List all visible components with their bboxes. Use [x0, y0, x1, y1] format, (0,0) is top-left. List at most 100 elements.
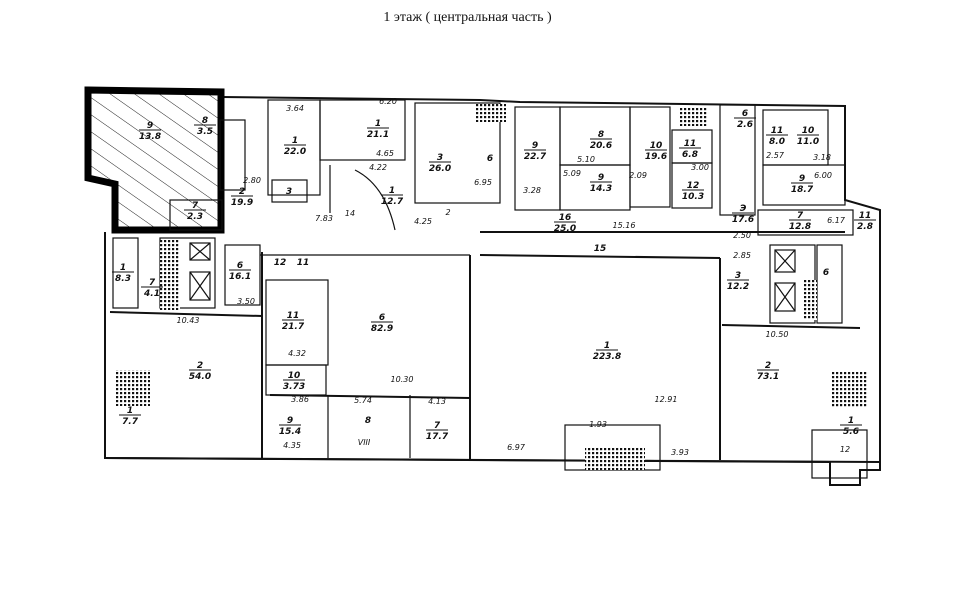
- room-area: 15.4: [279, 427, 301, 437]
- room-area: 13.8: [139, 132, 161, 142]
- room-label: 312.2: [727, 271, 749, 292]
- room-number: 9: [147, 121, 153, 131]
- dimension-label: 12: [840, 445, 850, 454]
- room-number: 3: [735, 271, 741, 281]
- dimension-label: 3.50: [237, 297, 255, 306]
- dimension-label: 4.25: [414, 217, 432, 226]
- room-label: 12: [274, 258, 287, 268]
- room-label: 922.7: [524, 141, 547, 162]
- room-number: 12: [687, 181, 700, 191]
- room-label: 116.8: [679, 139, 701, 160]
- room-number: 1: [604, 341, 610, 351]
- dimension-label: 2.85: [733, 251, 751, 260]
- room-area: 223.8: [593, 352, 621, 362]
- room-label: 74.1: [141, 278, 163, 299]
- room-area: 14.3: [590, 184, 612, 194]
- room-number: 7: [797, 211, 804, 221]
- dimension-label: 6.95: [474, 178, 492, 187]
- room-area: 73.1: [757, 372, 779, 382]
- dimension-label: 6.17: [827, 216, 846, 225]
- room-area: 21.1: [367, 130, 389, 140]
- room-area: 22.7: [524, 152, 547, 162]
- interior-walls: [109, 99, 868, 479]
- room-number: 6: [379, 313, 385, 323]
- room-number: 2: [239, 187, 245, 197]
- room-number: 12: [274, 258, 287, 268]
- dimension-label: 15.16: [613, 221, 636, 230]
- room-label: 15.6: [840, 416, 862, 437]
- room-label: 6: [823, 268, 829, 278]
- room-area: 4.1: [143, 289, 160, 299]
- room-number: Э: [740, 204, 747, 214]
- dimension-label: 5.10: [577, 155, 595, 164]
- dimension-label: 6.00: [814, 171, 832, 180]
- room-label: 11: [297, 258, 310, 268]
- dimension-label: 3.18: [813, 153, 831, 162]
- room-area: 6.8: [682, 150, 698, 160]
- room-number: 9: [532, 141, 538, 151]
- dimension-label: 5.09: [563, 169, 581, 178]
- room-number: 9: [287, 416, 293, 426]
- room-number: 11: [684, 139, 697, 149]
- dimension-label: 7.83: [315, 214, 333, 223]
- room-label: 915.4: [279, 416, 301, 437]
- dimension-label: 3.86: [291, 395, 309, 404]
- room-area: 7.7: [122, 417, 139, 427]
- room-area: 82.9: [371, 324, 393, 334]
- dimension-label: 4.22: [369, 163, 387, 172]
- room-number: 16: [559, 213, 572, 223]
- room-number: 1: [389, 186, 395, 196]
- room-label: 219.9: [231, 187, 253, 208]
- dimension-label: 6.20: [379, 97, 397, 106]
- room-area: 12.2: [727, 282, 749, 292]
- dimension-label: 1.93: [589, 420, 607, 429]
- dimension-label: 10.50: [766, 330, 789, 339]
- room-label: 913.8: [139, 121, 161, 142]
- room-area: 22.0: [284, 147, 306, 157]
- room-number: 1: [127, 406, 133, 416]
- room-area: 17.6: [732, 215, 754, 225]
- room-label: 682.9: [371, 313, 393, 334]
- room-number: 7: [192, 201, 199, 211]
- dimension-label: 2.09: [629, 171, 647, 180]
- room-label: 918.7: [791, 174, 814, 195]
- room-number: 8: [598, 130, 604, 140]
- room-number: 8: [202, 116, 208, 126]
- room-area: 18.7: [791, 185, 814, 195]
- room-area: 3.5: [197, 127, 213, 137]
- room-label: 820.6: [590, 130, 612, 151]
- dimension-label: 2.50: [733, 231, 751, 240]
- room-number: 3: [437, 153, 443, 163]
- room-label: 3: [286, 187, 292, 197]
- room-area: 16.1: [229, 272, 251, 282]
- room-label: 83.5: [194, 116, 216, 137]
- dimension-label: 3.64: [286, 104, 304, 113]
- room-label: 18.3: [112, 263, 134, 284]
- room-label: 72.3: [184, 201, 206, 222]
- dimension-label: 2: [445, 208, 450, 217]
- room-label: 326.0: [429, 153, 451, 174]
- room-label: 273.1: [757, 361, 779, 382]
- room-number: 3: [286, 187, 292, 197]
- room-label: 254.0: [189, 361, 211, 382]
- room-number: 2: [765, 361, 771, 371]
- dimension-label: VIII: [358, 438, 371, 447]
- room-area: 3.73: [283, 382, 305, 392]
- room-number: 6: [237, 261, 243, 271]
- room-number: 1: [120, 263, 126, 273]
- room-number: 7: [434, 421, 441, 431]
- room-area: 19.6: [645, 152, 667, 162]
- dimension-label: 3.28: [523, 186, 541, 195]
- floor-plan-title: 1 этаж ( центральная часть ): [383, 10, 552, 25]
- dimension-label: 2.80: [243, 176, 261, 185]
- dimension-label: 10.43: [177, 316, 200, 325]
- room-area: 25.0: [554, 224, 576, 234]
- outer-walls: [104, 96, 881, 486]
- room-number: 8: [365, 416, 371, 426]
- stair-shafts: [116, 104, 867, 470]
